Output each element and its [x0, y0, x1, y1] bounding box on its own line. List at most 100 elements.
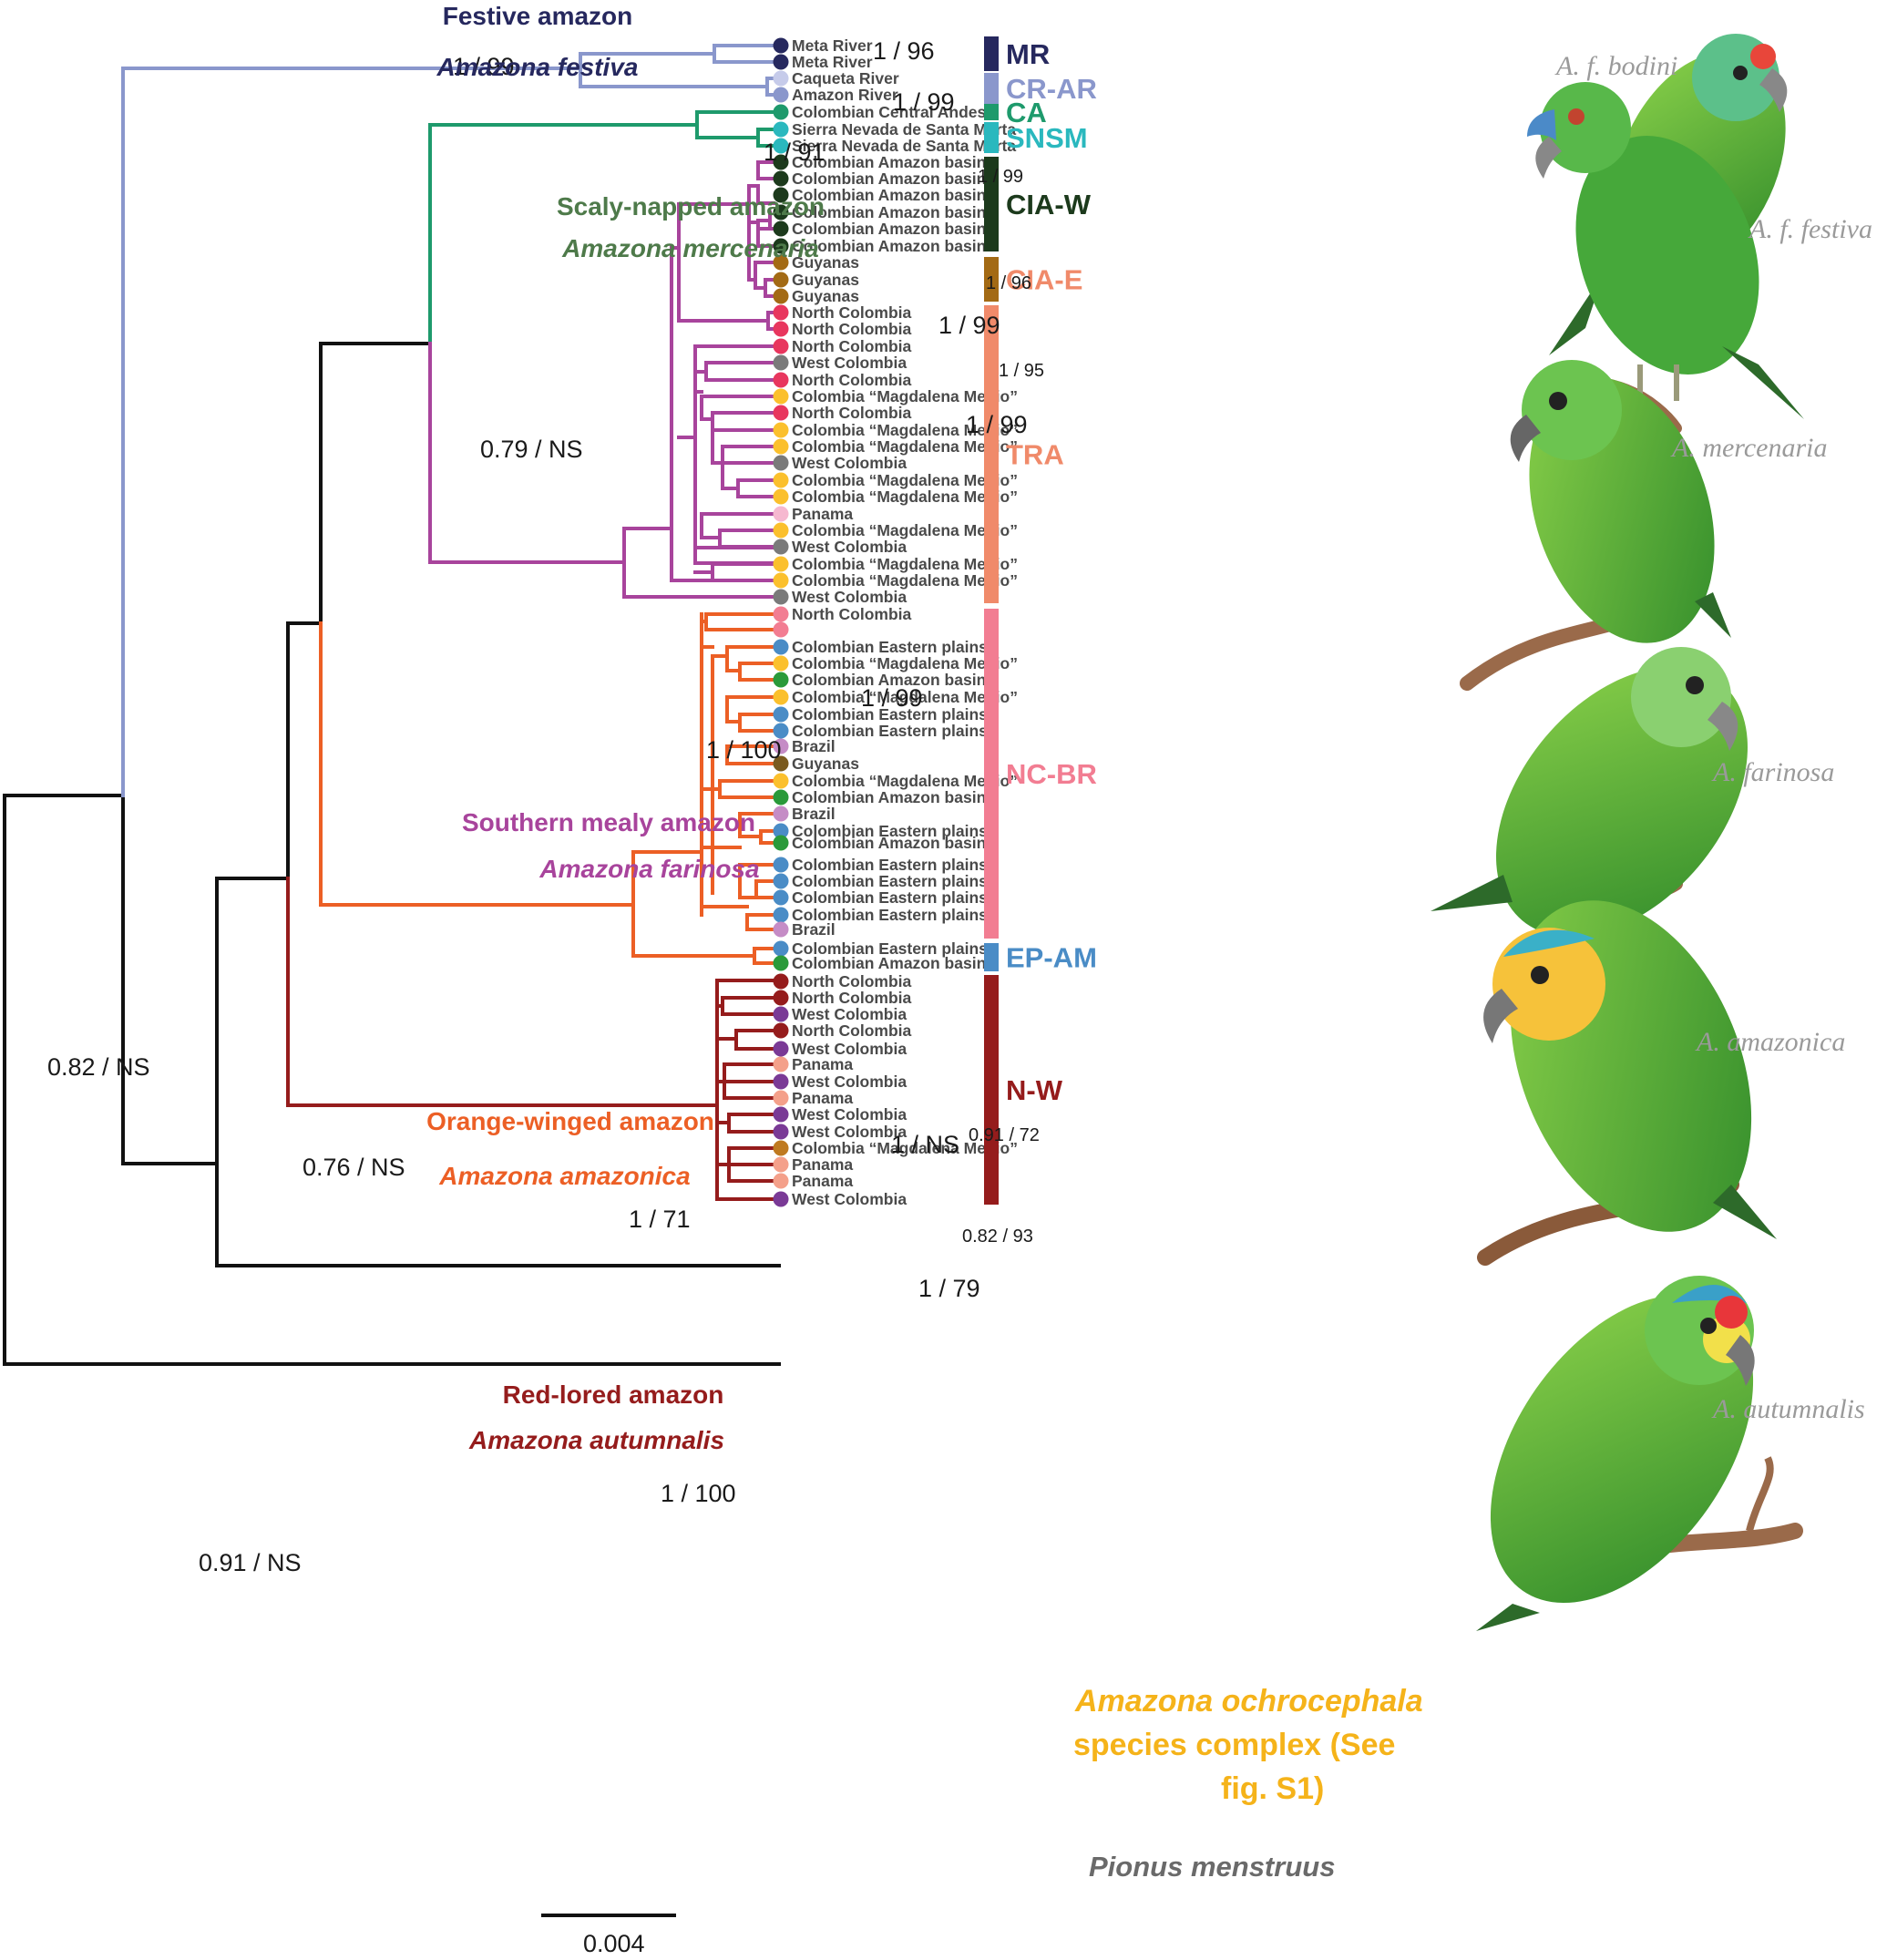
tip-marker — [773, 639, 789, 655]
tip-label: Colombia “Magdalena Medio” — [792, 555, 1018, 573]
tip-label: West Colombia — [792, 354, 907, 372]
tip-marker — [773, 1041, 789, 1057]
support-ncbr: 1 / NS — [891, 1131, 959, 1158]
tip-label: Sierra Nevada de Santa Marta — [792, 137, 1016, 155]
tip-label: Panama — [792, 1172, 853, 1190]
tip-label: Colombian Amazon basin — [792, 237, 986, 255]
scale-bar: 0.004 — [541, 1914, 676, 1957]
tip-label: Guyanas — [792, 754, 859, 773]
tip-marker — [773, 37, 789, 54]
tip-marker — [773, 990, 789, 1006]
tip-marker — [773, 272, 789, 288]
tip-marker — [773, 955, 789, 971]
clade-mercenaria-common: Scaly-napped amazon — [557, 192, 825, 221]
tip-label: Panama — [792, 1089, 853, 1107]
group-label: EP-AM — [1006, 942, 1097, 974]
tip-marker — [773, 1022, 789, 1039]
tree-branch — [286, 877, 719, 1107]
tree-branch — [121, 67, 582, 797]
tip-label: Guyanas — [792, 271, 859, 289]
tip-marker — [773, 104, 789, 120]
tip-label: West Colombia — [792, 538, 907, 556]
tip-marker — [773, 1173, 789, 1189]
parrot-festiva-icon — [1527, 82, 1804, 419]
tip-label: Colombian Eastern plains — [792, 906, 988, 924]
support-mr: 1 / 96 — [873, 37, 935, 65]
tip-label: North Colombia — [792, 320, 912, 338]
tip-marker — [773, 254, 789, 271]
support-autumnalis: 1 / 100 — [661, 1480, 736, 1507]
tip-marker — [773, 755, 789, 772]
tip-label: Colombian Amazon basin — [792, 671, 986, 689]
group-label: CIA-W — [1006, 189, 1092, 221]
clade-festiva-scientific: Amazona festiva — [436, 53, 639, 81]
tip-marker — [773, 70, 789, 87]
tip-label: North Colombia — [792, 605, 912, 623]
group-label: CR-AR — [1006, 73, 1097, 105]
tip-label: West Colombia — [792, 1040, 907, 1058]
group-bar — [984, 73, 999, 104]
tip-marker — [773, 154, 789, 170]
tip-label: Sierra Nevada de Santa Marta — [792, 120, 1016, 139]
tip-label: Colombian Amazon basin — [792, 169, 986, 188]
tip-label: Colombian Central Andes — [792, 103, 987, 121]
tip-label: Panama — [792, 505, 853, 523]
clade-festiva-common: Festive amazon — [443, 2, 633, 30]
tip-marker — [773, 388, 789, 405]
support-mercenaria: 1 / 91 — [764, 139, 826, 166]
bird-label-farinosa: A. farinosa — [1711, 757, 1834, 787]
tip-label: Colombia “Magdalena Medio” — [792, 688, 1018, 706]
tip-label: North Colombia — [792, 404, 912, 422]
tip-label: Colombian Eastern plains — [792, 822, 988, 840]
bird-label-bodini: A. f. bodini — [1554, 51, 1677, 81]
ochrocephala-label: Amazona ochrocephala — [1074, 1684, 1423, 1719]
support-north: 1 / 99 — [966, 411, 1028, 438]
tip-marker — [773, 873, 789, 889]
tip-marker — [773, 738, 789, 754]
group-label: SNSM — [1006, 122, 1088, 154]
tip-label: West Colombia — [792, 588, 907, 606]
tip-marker — [773, 723, 789, 739]
tip-label: Colombian Amazon basin — [792, 834, 986, 852]
tip-marker — [773, 1073, 789, 1090]
group-label: TRA — [1006, 439, 1064, 471]
tree-branch — [428, 123, 699, 345]
group-bar — [984, 609, 999, 939]
tip-marker — [773, 288, 789, 304]
group-bar — [984, 257, 999, 302]
support-sub1: 0.91 / 72 — [969, 1125, 1040, 1145]
tip-marker — [773, 1056, 789, 1072]
support-farinosa: 1 / 100 — [706, 736, 782, 764]
support-values: 1 / 99 1 / 96 1 / 99 1 / 91 1 / 99 0.79 … — [47, 37, 1044, 1576]
support-sub2: 0.82 / 93 — [962, 1226, 1033, 1247]
tip-marker — [773, 589, 789, 605]
parrot-amazonica-icon — [1477, 900, 1777, 1266]
tree-branch — [3, 794, 781, 1366]
ochrocephala-line2: species complex (See — [1073, 1728, 1395, 1762]
bird-label-autumnalis: A. autumnalis — [1711, 1394, 1865, 1424]
outgroup-labels: Amazona ochrocephala species complex (Se… — [1073, 1684, 1423, 1883]
tip-marker — [773, 422, 789, 438]
tip-marker — [773, 889, 789, 906]
tip-label: Colombian Eastern plains — [792, 638, 988, 656]
tip-label: West Colombia — [792, 1072, 907, 1091]
tip-marker — [773, 857, 789, 873]
tip-label: Panama — [792, 1155, 853, 1174]
support-amazonica: 1 / 71 — [629, 1206, 691, 1233]
tip-marker — [773, 455, 789, 471]
tip-marker — [773, 907, 789, 923]
group-bar — [984, 122, 999, 153]
group-bar — [984, 305, 999, 603]
parrot-autumnalis-icon — [1476, 1276, 1803, 1631]
tip-marker — [773, 672, 789, 688]
tip-label: Panama — [792, 1055, 853, 1073]
group-bar — [984, 157, 999, 251]
tip-label: Colombia “Magdalena Medio” — [792, 437, 1018, 456]
tip-label: Colombian Amazon basin — [792, 153, 986, 171]
bird-label-festiva: A. f. festiva — [1748, 214, 1872, 244]
tip-label: Brazil — [792, 920, 836, 939]
tip-label: Colombian Amazon basin — [792, 220, 986, 238]
tip-label: Colombia “Magdalena Medio” — [792, 1139, 1018, 1157]
